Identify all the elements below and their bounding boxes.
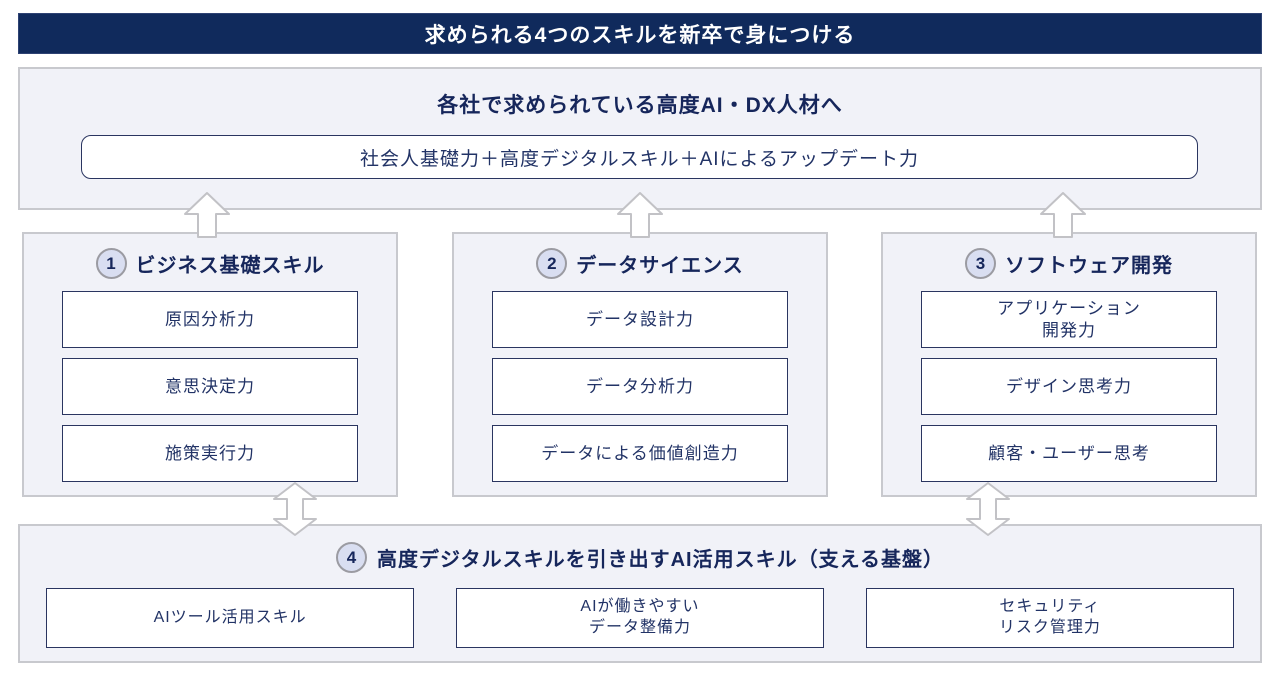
skill-label: AIが働きやすい データ整備力 xyxy=(580,598,700,636)
skill-label: 顧客・ユーザー思考 xyxy=(988,443,1150,463)
column-title: データサイエンス xyxy=(576,255,744,277)
skill-label: データ設計力 xyxy=(586,309,694,329)
skill-label: 原因分析力 xyxy=(165,309,255,329)
column-header: 2 データサイエンス xyxy=(492,247,788,280)
page-title: 求められる4つのスキルを新卒で身につける xyxy=(424,23,856,47)
skill-box: 施策実行力 xyxy=(62,425,358,482)
skill-box: 顧客・ユーザー思考 xyxy=(921,425,1217,482)
title-banner: 求められる4つのスキルを新卒で身につける xyxy=(18,13,1262,54)
double-arrow-icon xyxy=(273,481,317,537)
formula-text: 社会人基礎力＋高度デジタルスキル＋AIによるアップデート力 xyxy=(359,148,919,170)
double-arrow-icon xyxy=(966,481,1010,537)
foundation-row: AIツール活用スキル AIが働きやすい データ整備力 セキュリティ リスク管理力 xyxy=(46,588,1234,648)
foundation-header: 4 高度デジタルスキルを引き出すAI活用スキル（支える基盤） xyxy=(46,541,1234,574)
skill-box: デザイン思考力 xyxy=(921,358,1217,415)
skill-label: 意思決定力 xyxy=(165,376,255,396)
skill-label: アプリケーション 開発力 xyxy=(997,299,1141,340)
skill-label: データ分析力 xyxy=(586,376,694,396)
goal-heading: 各社で求められている高度AI・DX人材へ xyxy=(437,94,843,117)
up-arrow-icon xyxy=(617,191,663,238)
column-header: 3 ソフトウェア開発 xyxy=(921,247,1217,280)
formula-box: 社会人基礎力＋高度デジタルスキル＋AIによるアップデート力 xyxy=(81,135,1198,179)
up-arrow-icon xyxy=(1040,191,1086,238)
skill-box: データによる価値創造力 xyxy=(492,425,788,482)
number-badge: 3 xyxy=(965,248,996,279)
skill-column-software: 3 ソフトウェア開発 アプリケーション 開発力 デザイン思考力 顧客・ユーザー思… xyxy=(881,232,1257,497)
skill-label: データによる価値創造力 xyxy=(541,443,739,463)
column-title: ビジネス基礎スキル xyxy=(135,255,325,277)
skill-box: データ設計力 xyxy=(492,291,788,348)
skill-label: デザイン思考力 xyxy=(1006,376,1132,396)
number-badge: 2 xyxy=(536,248,568,279)
column-header: 1 ビジネス基礎スキル xyxy=(62,247,358,280)
foundation-panel: 4 高度デジタルスキルを引き出すAI活用スキル（支える基盤） AIツール活用スキ… xyxy=(18,524,1262,663)
skill-column-datascience: 2 データサイエンス データ設計力 データ分析力 データによる価値創造力 xyxy=(452,232,828,497)
skill-label: セキュリティ リスク管理力 xyxy=(998,598,1101,636)
skill-box: データ分析力 xyxy=(492,358,788,415)
skill-box: AIツール活用スキル xyxy=(46,588,415,648)
skill-box: AIが働きやすい データ整備力 xyxy=(455,588,825,648)
skill-label: AIツール活用スキル xyxy=(153,608,307,626)
skill-box: セキュリティ リスク管理力 xyxy=(865,588,1234,648)
skill-box: 意思決定力 xyxy=(62,358,358,415)
goal-panel: 各社で求められている高度AI・DX人材へ 社会人基礎力＋高度デジタルスキル＋AI… xyxy=(18,67,1262,210)
skill-label: 施策実行力 xyxy=(165,443,255,463)
number-badge: 4 xyxy=(336,542,367,573)
skill-column-business: 1 ビジネス基礎スキル 原因分析力 意思決定力 施策実行力 xyxy=(22,232,398,497)
number-badge: 1 xyxy=(95,248,127,279)
foundation-title: 高度デジタルスキルを引き出すAI活用スキル（支える基盤） xyxy=(377,549,944,571)
skill-box: アプリケーション 開発力 xyxy=(921,291,1217,348)
up-arrow-icon xyxy=(184,191,230,238)
column-title: ソフトウェア開発 xyxy=(1005,255,1173,277)
skill-box: 原因分析力 xyxy=(62,291,358,348)
